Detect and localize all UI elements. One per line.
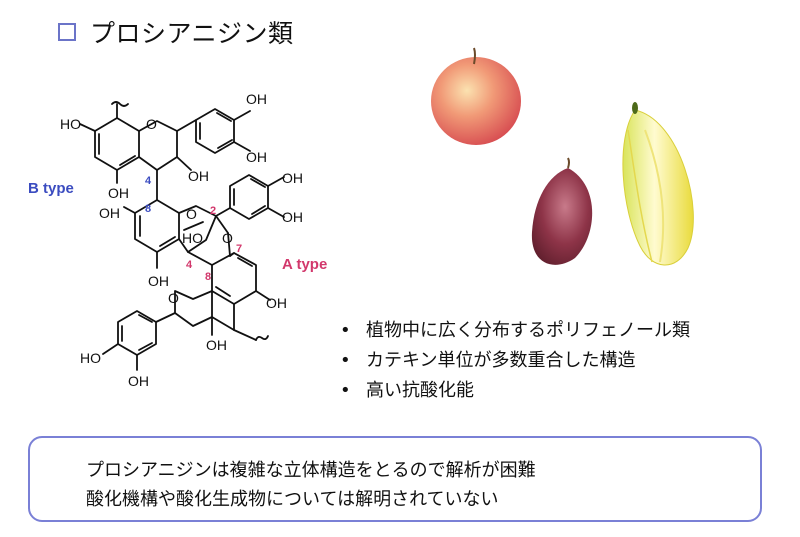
oh-label: OH <box>282 209 303 225</box>
position-number-8: 8 <box>145 203 151 215</box>
bullet-text: カテキン単位が多数重合した構造 <box>366 350 636 371</box>
bullet-list: • 植物中に広く分布するポリフェノール類 • カテキン単位が多数重合した構造 • 高い… <box>340 316 690 406</box>
summary-note-box: プロシアニジンは複雑な立体構造をとるので解析が困難 酸化機構や酸化生成物について… <box>28 436 762 522</box>
o-label: O <box>186 206 197 222</box>
oh-label: OH <box>282 170 303 186</box>
oh-label: OH <box>206 337 227 353</box>
bullet-dot-icon: • <box>340 350 351 371</box>
oh-label: OH <box>108 185 129 201</box>
title-text: プロシアニジン類 <box>90 19 294 48</box>
oh-label: OH <box>128 373 149 389</box>
bullet-text: 高い抗酸化能 <box>366 380 474 401</box>
ho-label: HO <box>182 230 203 246</box>
list-item: • 高い抗酸化能 <box>340 376 690 406</box>
apple-illustration <box>431 47 521 145</box>
oh-label: OH <box>188 168 209 184</box>
oh-label: OH <box>246 149 267 165</box>
o-label: O <box>222 230 233 246</box>
position-number-7: 7 <box>236 243 242 255</box>
slide-title: プロシアニジン類 <box>58 14 294 50</box>
oh-label: OH <box>99 205 120 221</box>
bullet-dot-icon: • <box>340 320 351 341</box>
b-type-label: B type <box>28 180 74 197</box>
ho-label: HO <box>80 350 101 366</box>
a-type-label: A type <box>282 256 327 273</box>
bullet-text: 植物中に広く分布するポリフェノール類 <box>366 320 690 341</box>
procyanidin-structure: HO O OH OH OH OH OH O HO O OH OH OH OH O… <box>28 91 327 389</box>
checkbox-square-icon <box>58 23 76 41</box>
list-item: • 植物中に広く分布するポリフェノール類 <box>340 316 690 346</box>
position-number-2: 2 <box>210 205 216 217</box>
note-line-1: プロシアニジンは複雑な立体構造をとるので解析が困難 <box>86 460 536 481</box>
ho-label: HO <box>60 116 81 132</box>
oh-label: OH <box>266 295 287 311</box>
cacao-pod-dark-illustration <box>531 157 593 265</box>
oh-label: OH <box>148 273 169 289</box>
o-label: O <box>146 116 157 132</box>
oh-label: OH <box>246 91 267 107</box>
position-number-8: 8 <box>205 271 211 283</box>
o-label: O <box>168 290 179 306</box>
note-line-2: 酸化機構や酸化生成物については解明されていない <box>86 489 499 510</box>
bullet-dot-icon: • <box>340 380 351 401</box>
cacao-pod-yellow-illustration <box>622 102 694 266</box>
position-number-4: 4 <box>186 259 193 271</box>
list-item: • カテキン単位が多数重合した構造 <box>340 346 690 376</box>
position-number-4: 4 <box>145 175 152 187</box>
